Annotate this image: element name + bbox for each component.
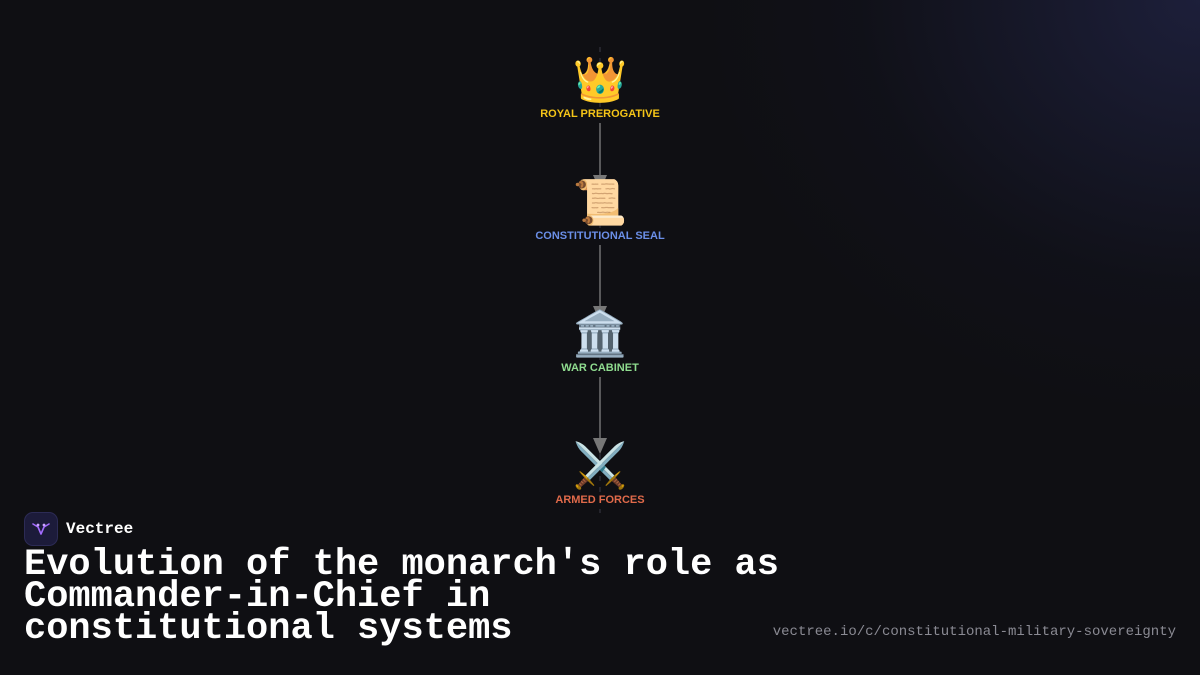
node-cabinet[interactable]: 🏛️ WAR CABINET xyxy=(561,309,639,375)
arrowhead-cabinet xyxy=(593,306,607,322)
node-label-royal: ROYAL PREROGATIVE xyxy=(540,108,660,120)
arrowhead-seal xyxy=(593,175,607,191)
classical-building-icon: 🏛️ xyxy=(573,309,628,360)
brand-name: Vectree xyxy=(66,520,134,538)
node-royal[interactable]: 👑 ROYAL PREROGATIVE xyxy=(540,55,660,121)
arrowhead-forces xyxy=(593,438,607,454)
node-label-forces: ARMED FORCES xyxy=(555,494,644,506)
node-seal[interactable]: 📜CONSTITUTIONAL SEAL xyxy=(535,178,665,243)
node-forces[interactable]: ⚔️ ARMED FORCES xyxy=(555,441,644,507)
brand: Vectree xyxy=(24,512,133,546)
node-label-cabinet: WAR CABINET xyxy=(561,362,639,374)
page-title: Evolution of the monarch's role as Comma… xyxy=(24,544,779,650)
source-url[interactable]: vectree.io/c/constitutional-military-sov… xyxy=(772,624,1176,640)
crown-icon: 👑 xyxy=(573,55,628,106)
vectree-logo-icon xyxy=(24,512,58,546)
scroll-icon: 📜 xyxy=(573,178,628,229)
crossed-swords-icon: ⚔️ xyxy=(573,441,628,492)
node-label-seal: CONSTITUTIONAL SEAL xyxy=(535,230,665,242)
